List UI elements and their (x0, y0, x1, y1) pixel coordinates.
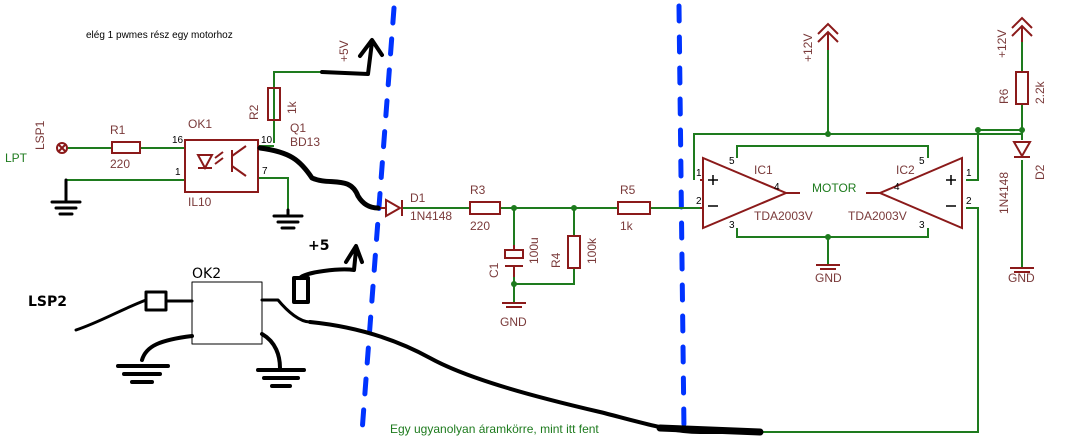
wire-hand-q1-d1 (257, 145, 381, 211)
wire-hand-ok2 (260, 298, 312, 324)
note-bottom: Egy ugyanolyan áramkörre, mint itt fent (390, 422, 599, 436)
r1-ref: R1 (110, 123, 126, 137)
resistor-hand (292, 276, 310, 304)
ground-symbol-hand-3 (116, 334, 194, 384)
plus12v-a-label: +12V (801, 34, 815, 62)
capacitor-c1 (504, 245, 524, 277)
optocoupler-ok2 (191, 281, 263, 345)
ic1-pin5: 5 (729, 156, 735, 167)
resistor-r4 (567, 235, 581, 269)
d1-value: 1N4148 (410, 209, 452, 223)
ok1-pin10: 10 (261, 135, 273, 146)
resistor-r1 (111, 141, 141, 154)
connector-lsp1-ref: LSP1 (33, 120, 47, 150)
divider-line-right (676, 3, 687, 433)
ok1-pin7: 7 (262, 166, 268, 177)
ic2-ref: IC2 (896, 163, 915, 177)
r4-ref: R4 (549, 252, 563, 268)
ground-symbol-d2 (1010, 267, 1034, 273)
ic2-value: TDA2003V (848, 209, 907, 223)
r2-value: 1k (285, 100, 299, 114)
ic1-pin3: 3 (729, 220, 735, 231)
resistor-r2 (267, 87, 281, 121)
plus5-hand-label: +5 (308, 238, 329, 254)
r5-value: 1k (620, 219, 634, 233)
diode-d2 (1012, 141, 1032, 159)
supply-arrow-plus12v-a (817, 22, 839, 50)
r4-value: 100k (585, 237, 599, 264)
hand-drawn-additions (50, 38, 764, 436)
connector-lsp1-symbol (56, 142, 68, 154)
amplifier-ic2 (866, 156, 963, 230)
plus5v-label: +5V (337, 40, 351, 62)
d2-value: 1N4148 (997, 172, 1011, 214)
connector-lpt-label: LPT (5, 151, 28, 165)
plus12v-b-label: +12V (995, 30, 1009, 58)
ic2-pin5: 5 (919, 156, 925, 167)
ground-symbol-hand-4 (256, 332, 306, 388)
supply-arrow-hand-1 (320, 38, 384, 76)
c1-value: 100u (527, 237, 541, 264)
ground-symbol-c1 (502, 302, 526, 308)
ok1-pin1: 1 (175, 167, 181, 178)
ground-symbol-hand-2 (272, 208, 304, 230)
supply-arrow-hand-2 (298, 244, 364, 280)
ic1-pin1: 1 (696, 168, 702, 179)
ground-symbol-hand-1 (50, 178, 82, 216)
ok1-value: IL10 (188, 195, 212, 209)
gnd-d2-label: GND (1008, 271, 1035, 285)
ic2-pin1: 1 (966, 168, 972, 179)
ic1-pin4: 4 (774, 182, 780, 193)
wires (66, 42, 1023, 433)
r1-value: 220 (110, 157, 130, 171)
ok2-label: OK2 (192, 266, 221, 282)
gnd-c1-label: GND (500, 315, 527, 329)
wire-hand-bottom (308, 320, 762, 434)
c1-ref: C1 (487, 262, 501, 278)
ok1-ref: OK1 (188, 117, 212, 131)
gnd-ic-label: GND (815, 271, 842, 285)
supply-arrow-plus12v-b (1011, 16, 1033, 42)
amplifier-ic1 (700, 156, 800, 230)
ic1-value: TDA2003V (754, 209, 813, 223)
r6-value: 2.2k (1033, 80, 1047, 104)
d2-ref: D2 (1033, 164, 1047, 180)
ok1-pin16: 16 (172, 135, 184, 146)
wire-hand-lsp2 (74, 298, 148, 332)
ic1-ref: IC1 (754, 163, 773, 177)
ground-symbol-ic (816, 264, 840, 270)
ic2-pin2: 2 (966, 196, 972, 207)
ic2-pin3: 3 (919, 220, 925, 231)
lsp2-label: LSP2 (28, 294, 67, 310)
q1-value: BD13 (290, 135, 320, 149)
resistor-r3 (469, 201, 501, 215)
d1-ref: D1 (410, 191, 426, 205)
optocoupler-ok1 (184, 139, 259, 193)
r2-ref: R2 (247, 104, 261, 120)
note-top: elég 1 pwmes rész egy motorhoz (86, 30, 233, 41)
resistor-r6 (1015, 71, 1029, 105)
motor-label: MOTOR (812, 181, 857, 195)
r5-ref: R5 (620, 183, 636, 197)
r6-ref: R6 (997, 88, 1011, 104)
ic2-pin4: 4 (894, 182, 900, 193)
resistor-r5 (617, 201, 651, 215)
divider-line-left (359, 5, 397, 435)
ic1-pin2: 2 (696, 196, 702, 207)
r3-value: 220 (470, 219, 490, 233)
r3-ref: R3 (470, 183, 486, 197)
junction-dots (511, 127, 1025, 287)
q1-ref: Q1 (290, 121, 306, 135)
connector-lsp2-symbol (144, 290, 194, 312)
